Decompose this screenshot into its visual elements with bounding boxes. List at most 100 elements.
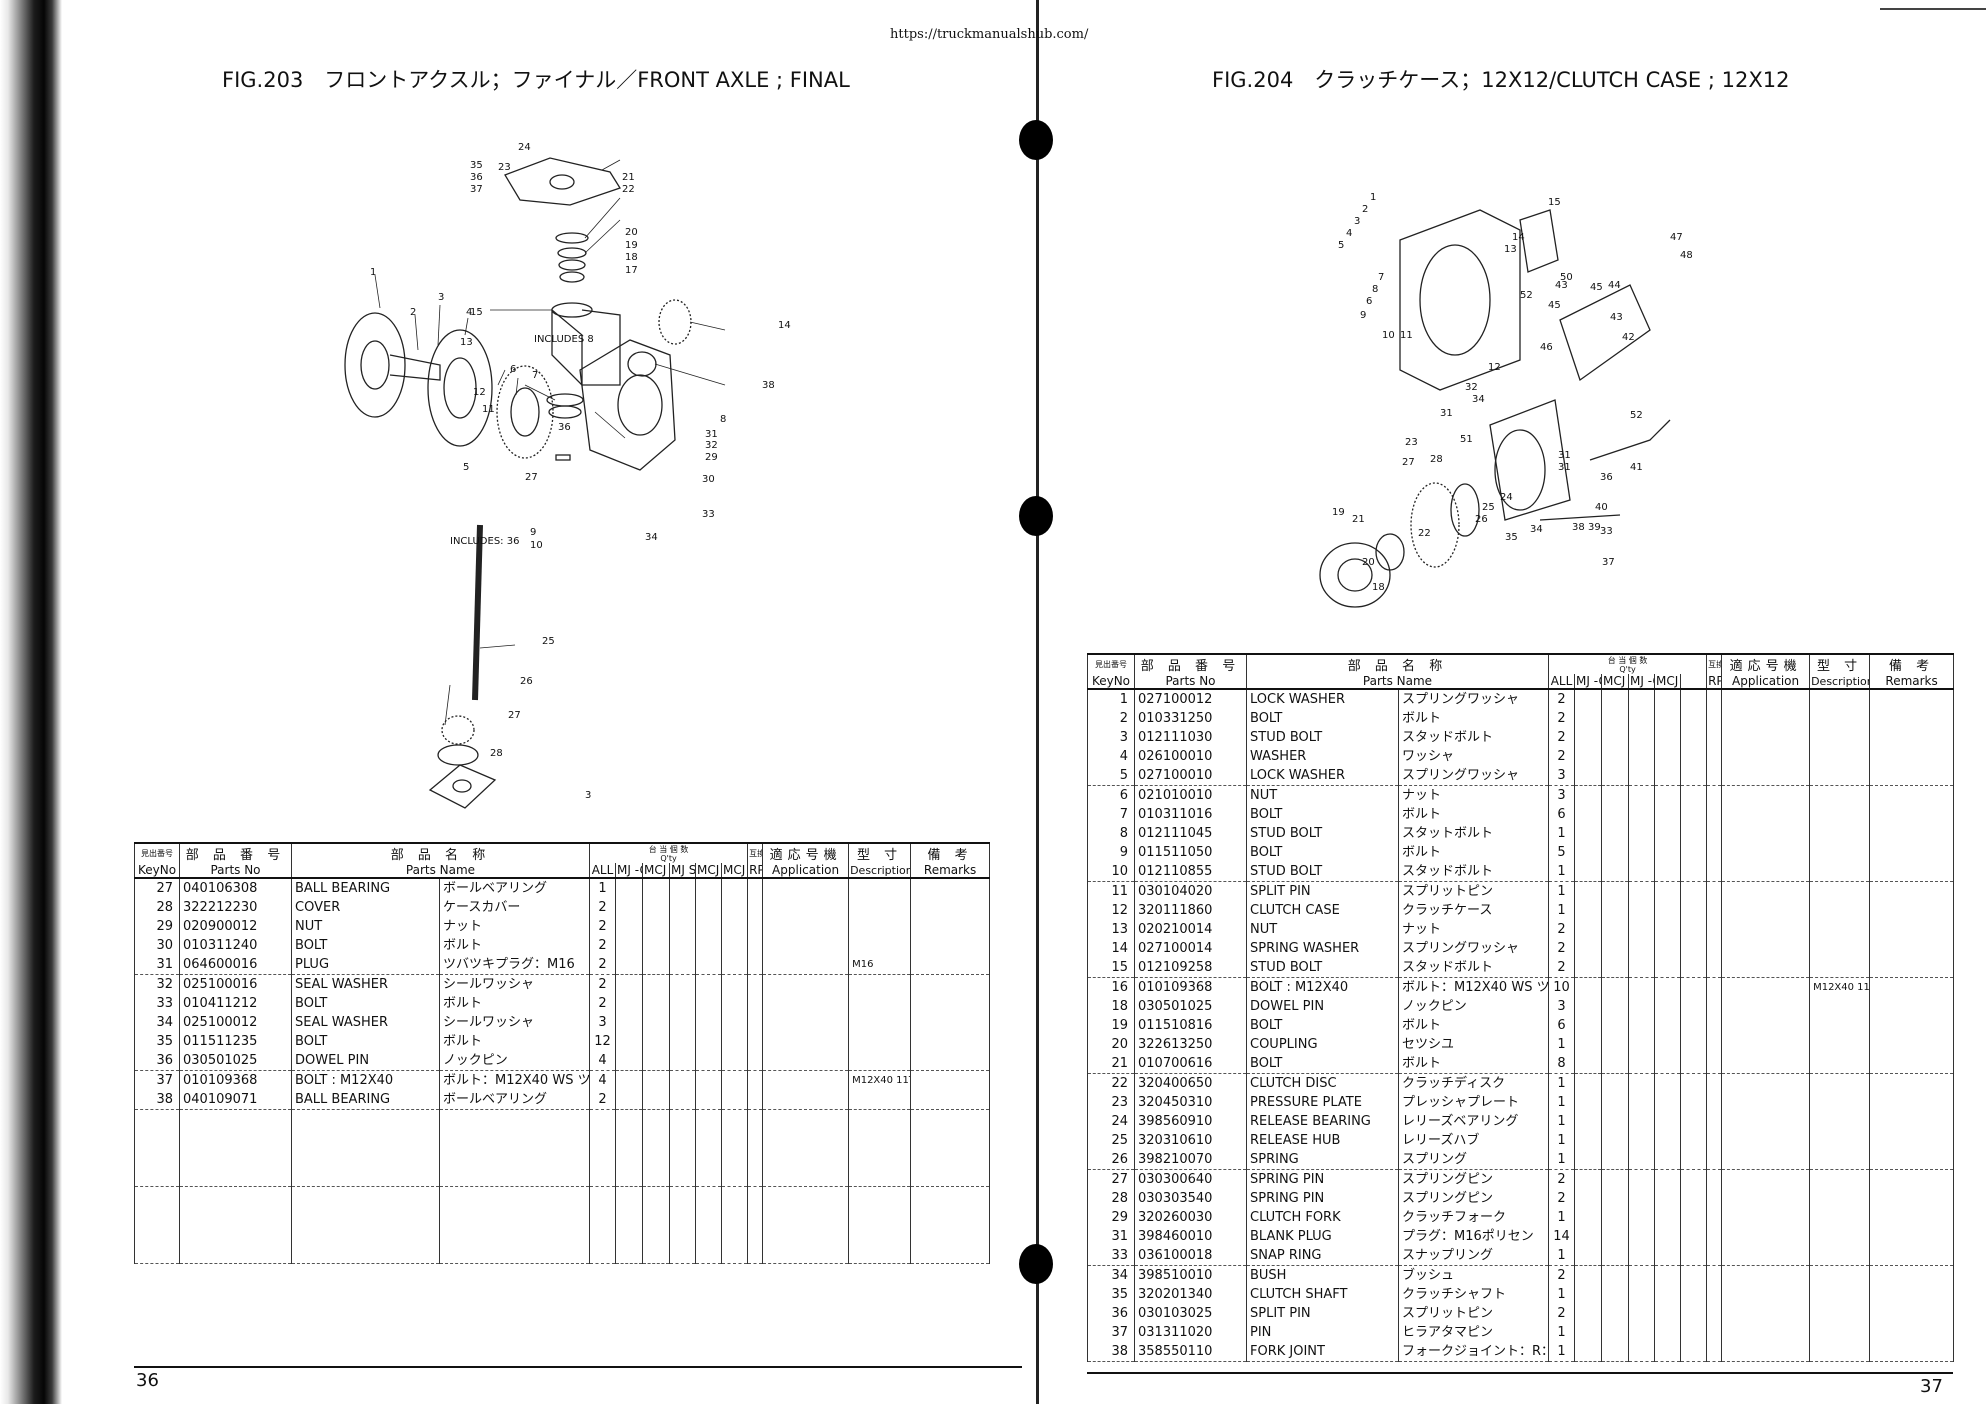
cell-empty: [1574, 1189, 1602, 1208]
cell-empty: [695, 1070, 722, 1090]
cell-empty: [1679, 747, 1708, 766]
col-model: MCJ -GSB: [1601, 674, 1629, 690]
cell-qty: 6: [1548, 1016, 1575, 1035]
cell-no: 322613250: [1134, 1035, 1247, 1054]
cell-empty: [439, 1225, 590, 1244]
cell-empty: [1574, 1304, 1602, 1323]
cell-empty: [1706, 1169, 1723, 1189]
cell-empty: [642, 1244, 670, 1264]
svg-text:52: 52: [1630, 410, 1643, 421]
cell-empty: [762, 1206, 850, 1225]
source-url[interactable]: https://truckmanualshub.com/: [890, 27, 1089, 42]
cell-empty: [720, 1129, 749, 1148]
cell-empty: [747, 1206, 764, 1225]
cell-empty: [1706, 785, 1723, 805]
cell-empty: [1679, 1016, 1708, 1035]
cell-key: 35: [1087, 1285, 1135, 1304]
housing-part: [551, 308, 583, 387]
cell-empty: [910, 974, 991, 994]
cell-empty: [695, 1013, 722, 1032]
cell-empty: [762, 1186, 850, 1206]
cell-empty: [747, 1167, 764, 1187]
svg-text:31: 31: [1558, 462, 1571, 473]
cell-empty: [1721, 1304, 1811, 1323]
cell-empty: [695, 1129, 722, 1148]
cell-empty: [1679, 1342, 1708, 1362]
cell-empty: [589, 1129, 616, 1148]
cell-qty: 1: [1548, 1323, 1575, 1342]
cell-empty: [1679, 977, 1708, 997]
cell-empty: [1628, 920, 1655, 939]
cell-desc: [848, 1051, 912, 1071]
svg-text:45: 45: [1590, 282, 1603, 293]
cell-key: 34: [134, 1013, 180, 1032]
svg-text:9: 9: [530, 527, 536, 538]
cell-empty: [1706, 1150, 1723, 1170]
col-model: MCJ CS: [695, 863, 722, 879]
cell-empty: [1869, 939, 1955, 958]
left-figure-title: FIG.203 フロントアクスル；ファイナル／FRONT AXLE ; FINA…: [222, 68, 850, 92]
cell-empty: [669, 878, 696, 898]
cell-empty: [1721, 689, 1811, 709]
cell-jp: ボルト: [1398, 843, 1549, 862]
cell-empty: [1679, 1150, 1708, 1170]
svg-text:32: 32: [705, 440, 718, 451]
cell-empty: [1869, 1054, 1955, 1074]
cell-empty: [1628, 1265, 1655, 1285]
cell-empty: [1628, 805, 1655, 824]
cell-empty: [1574, 862, 1602, 882]
cell-empty: [615, 1225, 643, 1244]
cell-empty: [439, 1129, 590, 1148]
cell-empty: [910, 1206, 991, 1225]
cell-en: SPLIT PIN: [1246, 881, 1399, 901]
cell-empty: [1654, 1169, 1681, 1189]
cell-empty: [642, 974, 670, 994]
svg-text:19: 19: [1332, 507, 1345, 518]
cell-empty: [669, 1051, 696, 1071]
cell-qty: 8: [1548, 1054, 1575, 1074]
col-description: Description: [848, 863, 912, 879]
cell-empty: [720, 1244, 749, 1264]
cell-empty: [1654, 1304, 1681, 1323]
cell-key: 22: [1087, 1073, 1135, 1093]
cell-empty: [1601, 939, 1629, 958]
cell-empty: [1721, 1265, 1811, 1285]
cell-qty: 2: [1548, 920, 1575, 939]
cell-empty: [747, 974, 764, 994]
cell-no: 398510010: [1134, 1265, 1247, 1285]
svg-text:7: 7: [532, 370, 538, 381]
svg-text:43: 43: [1610, 312, 1623, 323]
cell-empty: [1654, 1208, 1681, 1227]
cell-empty: [1706, 997, 1723, 1016]
cell-empty: [669, 1129, 696, 1148]
cell-no: 010311016: [1134, 805, 1247, 824]
cell-empty: [1601, 747, 1629, 766]
cell-empty: [695, 955, 722, 975]
table-row: [134, 1167, 991, 1187]
col-rp: RP: [747, 863, 764, 879]
cell-empty: [910, 955, 991, 975]
cell-empty: [1601, 1265, 1629, 1285]
cell-empty: [910, 1070, 991, 1090]
cell-empty: [1679, 881, 1708, 901]
cell-desc: [848, 994, 912, 1013]
svg-text:50: 50: [1560, 272, 1573, 283]
cell-key: 7: [1087, 805, 1135, 824]
cell-qty: 1: [1548, 1112, 1575, 1131]
cell-key: 5: [1087, 766, 1135, 786]
cell-empty: [1721, 958, 1811, 978]
cell-empty: [1679, 1265, 1708, 1285]
cell-empty: [669, 1013, 696, 1032]
cell-empty: [1601, 1073, 1629, 1093]
cell-empty: [720, 878, 749, 898]
cell-empty: [1628, 1246, 1655, 1266]
scan-mark: [1880, 8, 1986, 10]
svg-text:27: 27: [1402, 457, 1415, 468]
cell-no: 398560910: [1134, 1112, 1247, 1131]
col-rp-jp: 互換性: [1706, 653, 1723, 674]
cell-empty: [1679, 1112, 1708, 1131]
cell-empty: [642, 936, 670, 955]
cell-qty: 1: [1548, 1035, 1575, 1054]
cell-empty: [762, 1051, 850, 1071]
cell-no: 320111860: [1134, 901, 1247, 920]
